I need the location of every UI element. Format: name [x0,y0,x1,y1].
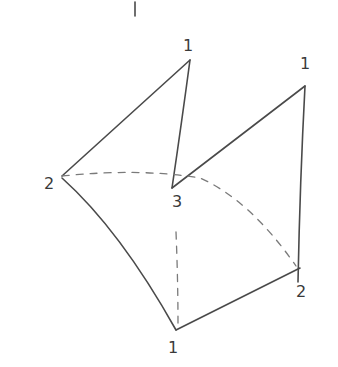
edge-line [172,60,190,188]
stroke-mark [134,2,136,16]
edge-line [298,86,305,282]
vertex-number: 3 [172,194,182,210]
vertex-number: 1 [183,38,193,54]
hidden-edge [176,232,178,326]
edge-line [62,178,176,330]
vertex-number: 2 [296,284,306,300]
vertex-number: 2 [44,176,54,192]
edge-line [62,60,190,176]
hidden-edge [62,172,296,266]
edge-line [172,86,305,188]
vertex-number: 1 [168,340,178,356]
edge-line [176,268,300,330]
vertex-number: 1 [300,56,310,72]
